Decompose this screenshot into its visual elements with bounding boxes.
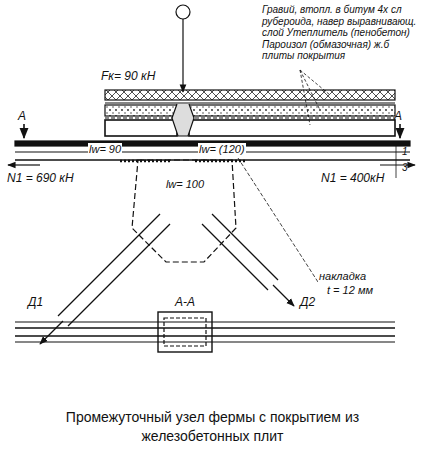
roofing-layer [105,102,395,103]
section-chord [15,321,395,322]
slab-left [105,120,177,136]
section-letter: A [394,110,402,124]
force-arrow [8,164,40,165]
splice-plate [158,312,212,352]
weld-length: lw= (120) [198,143,246,156]
force-arrow [380,164,415,165]
dimension-line [396,146,397,178]
caption: Промежуточный узел фермы с покрытием из … [30,408,395,446]
force-label: N1 = 400кН [320,172,385,186]
weld-length: lw= 90 [88,143,122,156]
section-mark [399,124,401,138]
load-arrow [182,19,183,92]
member-label: Д2 [300,296,315,310]
diagonal-d1 [40,214,170,344]
weld-length: lw= 100 [165,178,205,191]
section-title: A-A [175,296,195,310]
dimension-number: 3 [402,162,408,174]
callout-label: t = 12 мм [326,284,374,297]
section-mark [23,124,25,138]
insulation-layer [105,105,395,116]
leader-line [238,158,318,282]
splice-plate-inner [164,318,206,346]
section-chord [15,335,395,337]
diagonal-d2 [202,214,294,306]
force-label: N1 = 690 кН [6,172,75,186]
gravel-layer [105,90,395,100]
vapor-barrier [105,117,395,118]
note-leaders [300,70,330,125]
section-chord [15,327,395,329]
weld [195,160,245,163]
load-label: Fк= 90 кН [100,70,156,84]
callout-label: накладка [318,270,367,283]
load-symbol [176,5,190,19]
dimension-number: 1 [402,146,408,158]
section-chord [15,341,395,342]
slab-right [189,120,395,136]
member-label: Д1 [28,296,43,310]
weld [120,160,170,163]
section-letter: A [18,110,26,124]
note: Гравий, втопл. в битум 4х сл рубероида, … [262,4,420,62]
slab-joint [172,104,194,136]
